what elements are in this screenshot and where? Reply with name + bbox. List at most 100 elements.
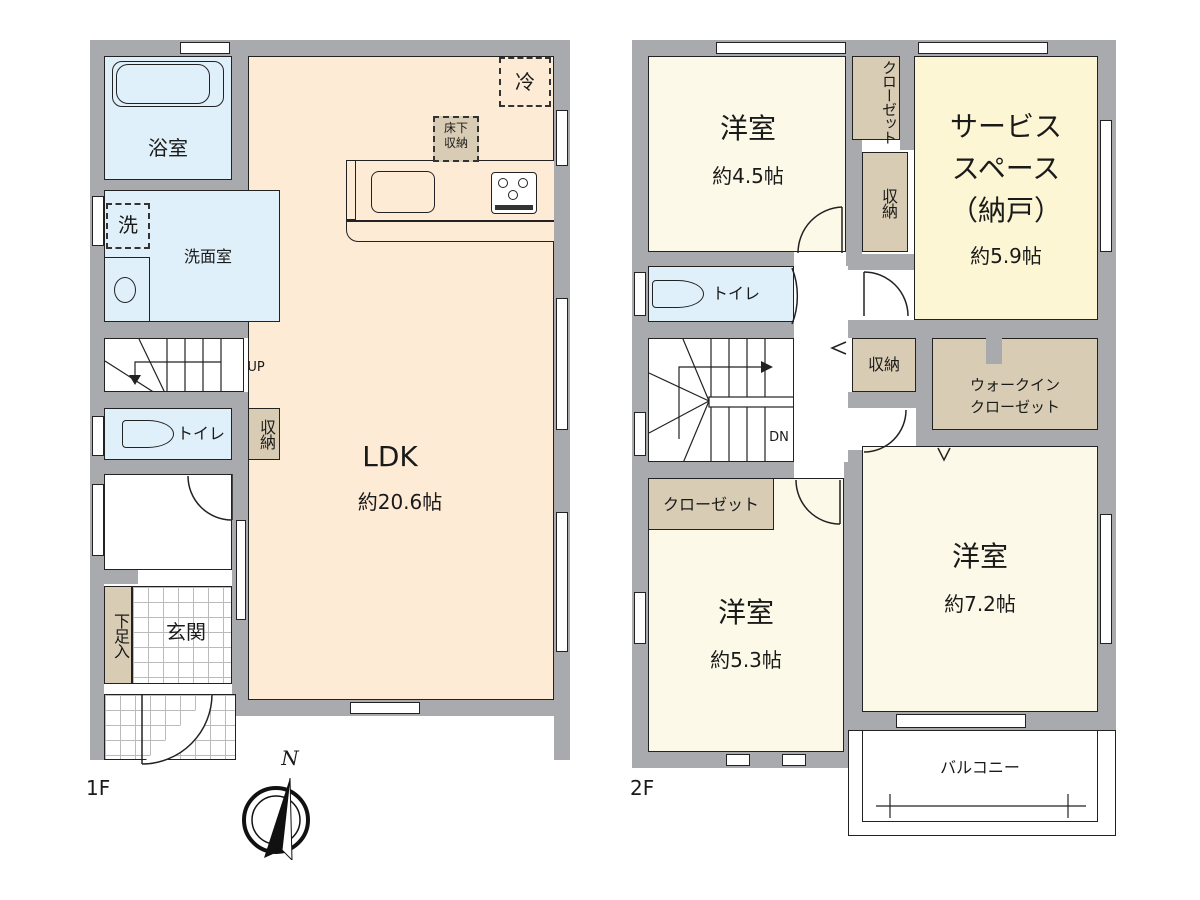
window bbox=[92, 416, 104, 456]
wall bbox=[848, 392, 932, 408]
kitchen-counter-line bbox=[346, 220, 554, 222]
service-space-label-1: サービス bbox=[949, 110, 1062, 143]
stove-icon bbox=[491, 172, 537, 214]
door-arrow-icon bbox=[830, 341, 847, 355]
service-space-label-2: スペース bbox=[951, 152, 1061, 185]
shoe-storage-label: 下足入 bbox=[111, 612, 130, 658]
closet-a-label: クローゼット bbox=[880, 60, 898, 144]
walk-in-label-1: ウォークイン bbox=[969, 376, 1060, 394]
room-c-label: 洋室 bbox=[951, 540, 1008, 573]
window bbox=[716, 42, 846, 54]
service-space-label-3: （納戸） bbox=[949, 194, 1062, 227]
storage-b-label: 収納 bbox=[867, 355, 900, 374]
underfloor-storage-label-2: 収納 bbox=[443, 136, 468, 150]
underfloor-storage-label-1: 床下 bbox=[443, 121, 468, 135]
window bbox=[896, 714, 1026, 728]
washroom-label: 洗面室 bbox=[183, 247, 232, 266]
entrance-label: 玄関 bbox=[166, 620, 206, 644]
kitchen-counter-top bbox=[346, 160, 356, 220]
door-swing bbox=[791, 267, 799, 325]
wall bbox=[232, 40, 248, 190]
door-swing bbox=[187, 474, 233, 521]
storage-a bbox=[862, 152, 908, 252]
fridge-space bbox=[499, 57, 551, 107]
washer-space bbox=[106, 203, 150, 249]
wall bbox=[844, 450, 862, 768]
fridge-label: 冷 bbox=[515, 70, 535, 94]
washer-label: 洗 bbox=[118, 213, 138, 237]
wall bbox=[916, 320, 932, 446]
bathtub-inner bbox=[116, 64, 210, 104]
compass-icon bbox=[242, 777, 310, 860]
vanity bbox=[104, 257, 150, 322]
room-a-size: 約4.5帖 bbox=[712, 164, 784, 188]
toilet-label: トイレ bbox=[176, 424, 225, 443]
basin-icon bbox=[114, 277, 136, 303]
north-label: N bbox=[281, 746, 299, 770]
wall bbox=[848, 320, 1116, 338]
window bbox=[180, 42, 230, 54]
wall bbox=[900, 40, 914, 150]
wall bbox=[90, 180, 280, 190]
walk-in-label-2: クローゼット bbox=[969, 398, 1060, 416]
window bbox=[1100, 120, 1112, 252]
wall bbox=[916, 430, 1116, 446]
room-washroom bbox=[104, 190, 280, 322]
floor-label-1f: 1F bbox=[86, 776, 111, 800]
toilet-icon bbox=[652, 280, 704, 308]
service-space-size: 約5.9帖 bbox=[970, 244, 1042, 268]
room-entrance bbox=[132, 586, 232, 684]
window bbox=[634, 412, 646, 456]
window bbox=[634, 592, 646, 644]
wall bbox=[632, 462, 794, 478]
room-bath bbox=[104, 56, 232, 180]
window bbox=[92, 484, 104, 556]
wall bbox=[90, 460, 250, 474]
room-western-c bbox=[862, 446, 1098, 712]
window bbox=[918, 42, 1048, 54]
storage-a-label: 収納 bbox=[879, 188, 898, 218]
walk-in-closet bbox=[932, 338, 1098, 430]
door-swing bbox=[797, 206, 843, 254]
toilet-2f-label: トイレ bbox=[711, 284, 760, 303]
shoe-storage bbox=[104, 586, 132, 684]
sink-icon bbox=[371, 171, 435, 213]
window bbox=[92, 196, 104, 246]
wall bbox=[846, 254, 914, 270]
storage-1f bbox=[248, 408, 280, 460]
door-swing bbox=[863, 271, 909, 317]
stairs-2f bbox=[648, 338, 794, 462]
room-c-size: 約7.2帖 bbox=[944, 592, 1016, 616]
closet-b bbox=[648, 478, 774, 530]
closet-a bbox=[852, 56, 900, 140]
closet-b-label: クローゼット bbox=[662, 495, 759, 514]
wall bbox=[632, 322, 794, 338]
wall bbox=[632, 40, 648, 768]
storage-b bbox=[852, 338, 916, 392]
hallway-1f bbox=[104, 474, 232, 570]
room-service-space bbox=[914, 56, 1098, 320]
window bbox=[726, 754, 750, 766]
wall bbox=[90, 570, 138, 584]
stairs-1f bbox=[104, 338, 244, 392]
balcony bbox=[862, 730, 1098, 822]
room-b-label: 洋室 bbox=[717, 596, 774, 629]
door-swing bbox=[863, 409, 907, 453]
window bbox=[350, 702, 420, 714]
window bbox=[236, 520, 246, 620]
ldk-label: LDK bbox=[362, 440, 418, 473]
wall bbox=[632, 252, 794, 266]
room-a-label: 洋室 bbox=[719, 112, 776, 145]
window bbox=[556, 298, 568, 430]
toilet-icon bbox=[122, 420, 174, 448]
window bbox=[556, 110, 568, 166]
room-ldk bbox=[248, 56, 554, 700]
window bbox=[556, 512, 568, 652]
bathtub-icon bbox=[112, 61, 224, 107]
door-swing bbox=[795, 479, 841, 525]
window bbox=[782, 754, 806, 766]
hallway-2f bbox=[794, 266, 848, 462]
balcony-label: バルコニー bbox=[940, 758, 1020, 777]
balcony-railing bbox=[876, 794, 1086, 818]
wall bbox=[90, 322, 286, 338]
